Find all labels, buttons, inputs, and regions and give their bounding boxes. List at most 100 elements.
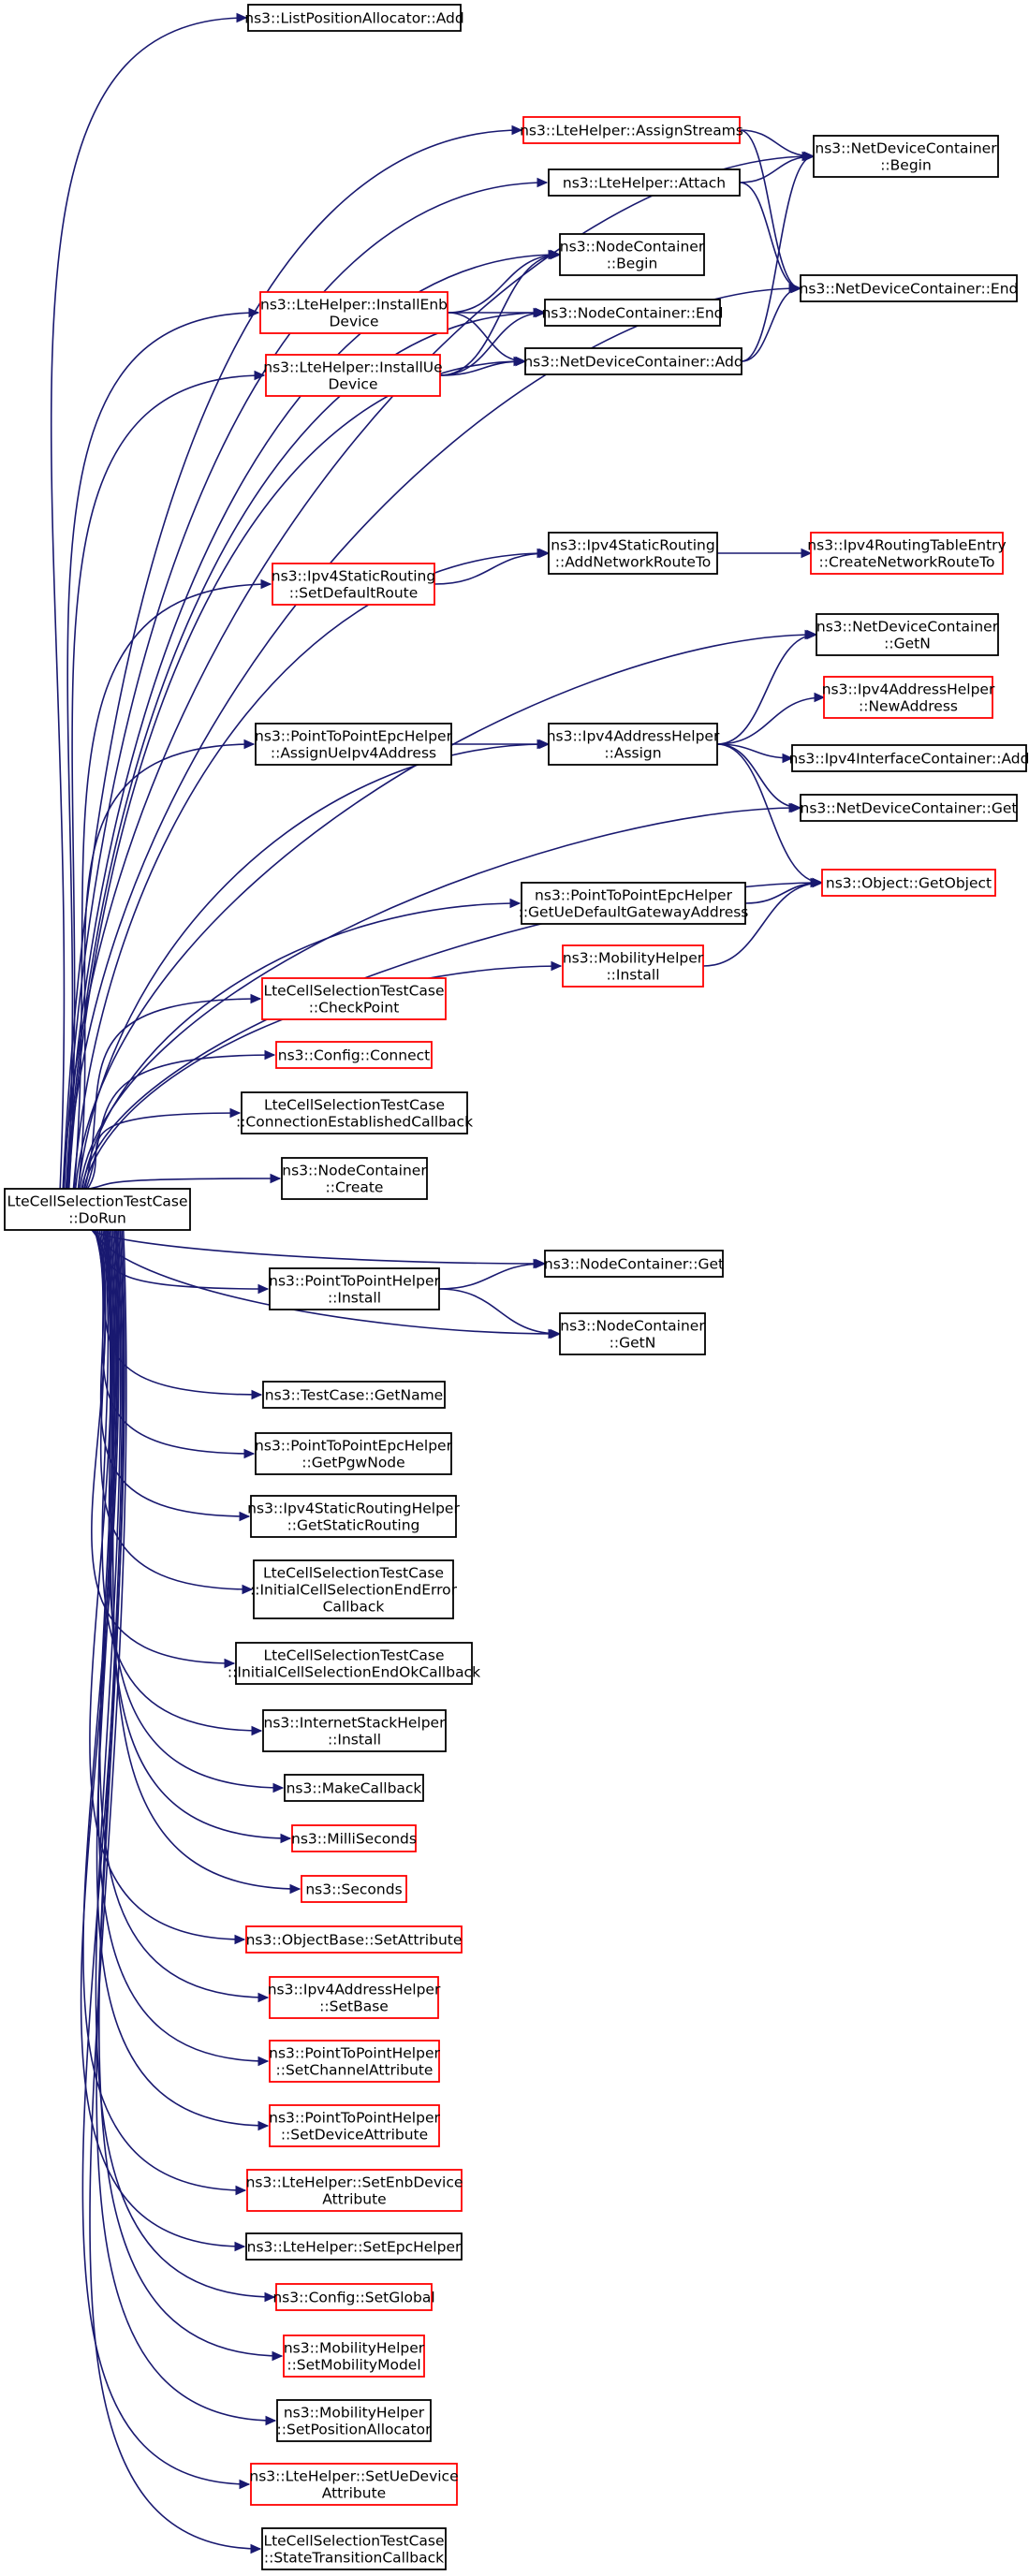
edge-root-to-ipv4ah-setbase [98,1229,270,2003]
node-box [250,1495,457,1538]
edge-root-to-ipv4srh-getstatic [96,1229,251,1522]
node-milliseconds[interactable]: ns3::MilliSeconds [291,1824,417,1852]
node-box [250,2463,458,2506]
node-label: ::AssignUeIpv4Address [271,745,436,762]
node-ipv4sr-set-default[interactable]: ns3::Ipv4StaticRouting::SetDefaultRoute [272,563,435,606]
node-label: ::NewAddress [859,698,958,715]
node-label: LteCellSelectionTestCase [263,2533,444,2550]
node-label: ns3::Ipv4AddressHelper [822,681,995,698]
node-ndc-begin[interactable]: ns3::NetDeviceContainer::Begin [813,135,999,178]
node-label: ns3::NetDeviceContainer::Add [523,354,742,371]
node-nc-create[interactable]: ns3::NodeContainer::Create [281,1157,428,1200]
node-make-callback[interactable]: ns3::MakeCallback [284,1774,424,1802]
node-label: ns3::LteHelper::SetUeDevice [249,2468,458,2485]
edge-lte-install-ue-to-ndc-add [439,356,527,376]
node-ndc-add[interactable]: ns3::NetDeviceContainer::Add [523,347,743,375]
node-label: Callback [323,1599,385,1616]
node-initial-end-error-cb[interactable]: LteCellSelectionTestCase::InitialCellSel… [250,1559,458,1619]
node-box [283,2334,425,2378]
node-box [810,532,1004,575]
node-p2pepc-assign-ue[interactable]: ns3::PointToPointEpcHelper::AssignUeIpv4… [255,723,453,766]
node-ipv4ah-new-address[interactable]: ns3::Ipv4AddressHelper::NewAddress [822,676,995,719]
node-label: ns3::NodeContainer::Get [544,1256,724,1273]
node-ndc-getn[interactable]: ns3::NetDeviceContainer::GetN [816,613,999,656]
edge-root-to-p2pepc-get-ue-gw [81,898,522,1190]
node-label: ns3::Object::GetObject [826,875,992,892]
node-box [559,1312,706,1355]
edge-p2p-install-to-nc-get [438,1258,547,1290]
node-ipv4ic-add[interactable]: ns3::Ipv4InterfaceContainer::Add [789,744,1029,772]
edge-ipv4ah-assign-to-ipv4ic-add [716,743,794,764]
node-label: ::DoRun [68,1210,126,1227]
node-label: ::StateTransitionCallback [264,2550,444,2567]
node-seconds[interactable]: ns3::Seconds [301,1875,407,1903]
node-label: ns3::Ipv4StaticRouting [272,568,435,585]
node-listpos-add[interactable]: ns3::ListPositionAllocator::Add [244,4,464,32]
edge-root-to-p2p-set-channel-attr [97,1229,270,2067]
node-state-transition-cb[interactable]: LteCellSelectionTestCase::StateTransitio… [261,2527,447,2570]
node-ipv4rte-create[interactable]: ns3::Ipv4RoutingTableEntry::CreateNetwor… [807,532,1007,575]
node-objectbase-setattr[interactable]: ns3::ObjectBase::SetAttribute [245,1925,463,1954]
node-lte-attach[interactable]: ns3::LteHelper::Attach [548,168,741,197]
node-box [524,347,742,375]
node-root[interactable]: LteCellSelectionTestCase::DoRun [4,1188,191,1231]
node-box [521,882,746,925]
node-ipv4ah-setbase[interactable]: ns3::Ipv4AddressHelper::SetBase [268,1976,441,2019]
node-nc-get[interactable]: ns3::NodeContainer::Get [544,1250,724,1278]
node-box [522,116,741,144]
edge-root-to-config-setglobal [95,1229,276,2303]
node-conn-established-cb[interactable]: LteCellSelectionTestCase::ConnectionEsta… [236,1091,473,1134]
node-nc-begin[interactable]: ns3::NodeContainer::Begin [559,233,705,276]
node-label: ::CheckPoint [309,1000,400,1017]
node-label: Attribute [322,2191,386,2208]
node-box [548,723,718,766]
node-object-getobject[interactable]: ns3::Object::GetObject [821,869,996,897]
node-p2p-set-channel-attr[interactable]: ns3::PointToPointHelper::SetChannelAttri… [269,2040,440,2083]
node-label: LteCellSelectionTestCase [263,1565,444,1582]
node-ndc-get[interactable]: ns3::NetDeviceContainer::Get [800,794,1018,822]
node-ndc-end[interactable]: ns3::NetDeviceContainer::End [800,274,1019,302]
node-label: LteCellSelectionTestCase [263,1647,444,1664]
node-config-connect[interactable]: ns3::Config::Connect [275,1041,433,1069]
edge-lte-install-ue-to-nc-begin [439,249,562,376]
node-label: ::Assign [604,745,661,762]
node-box [245,1925,463,1954]
node-lte-set-epc-helper[interactable]: ns3::LteHelper::SetEpcHelper [245,2232,463,2261]
node-label: ::GetUeDefaultGatewayAddress [519,904,749,921]
node-p2pepc-getpgw[interactable]: ns3::PointToPointEpcHelper::GetPgwNode [255,1432,453,1475]
node-label: ns3::LteHelper::InstallEnb [260,297,448,314]
node-nc-getn[interactable]: ns3::NodeContainer::GetN [559,1312,706,1355]
node-mobility-set-pos-alloc[interactable]: ns3::MobilityHelper::SetPositionAllocato… [276,2399,433,2442]
node-mobility-install[interactable]: ns3::MobilityHelper::Install [562,944,704,988]
node-initial-end-ok-cb[interactable]: LteCellSelectionTestCase::InitialCellSel… [228,1642,480,1685]
node-label: ::GetN [610,1335,656,1352]
node-label: ns3::Ipv4RoutingTableEntry [807,537,1006,554]
node-label: ::ConnectionEstablishedCallback [236,1114,473,1131]
node-box [813,135,999,178]
node-nc-end[interactable]: ns3::NodeContainer::End [541,299,724,327]
node-label: ::SetDefaultRoute [289,585,419,602]
node-check-point[interactable]: LteCellSelectionTestCase::CheckPoint [261,977,447,1020]
node-lte-assign-streams[interactable]: ns3::LteHelper::AssignStreams [520,116,743,144]
node-label: ns3::ListPositionAllocator::Add [244,10,463,27]
node-label: ns3::TestCase::GetName [265,1387,443,1404]
node-ipv4sr-add-net[interactable]: ns3::Ipv4StaticRouting::AddNetworkRouteT… [548,532,718,575]
node-label: ns3::MobilityHelper [563,950,704,967]
node-ipv4ah-assign[interactable]: ns3::Ipv4AddressHelper::Assign [547,723,720,766]
node-ipv4srh-getstatic[interactable]: ns3::Ipv4StaticRoutingHelper::GetStaticR… [247,1495,460,1538]
node-p2p-install[interactable]: ns3::PointToPointHelper::Install [269,1267,440,1310]
node-mobility-set-model[interactable]: ns3::MobilityHelper::SetMobilityModel [283,2334,425,2378]
node-internetstack-install[interactable]: ns3::InternetStackHelper::Install [262,1709,447,1752]
node-config-setglobal[interactable]: ns3::Config::SetGlobal [272,2283,435,2311]
edge-ndc-add-to-ndc-end [741,283,802,362]
node-testcase-getname[interactable]: ns3::TestCase::GetName [262,1381,446,1409]
node-box [816,613,999,656]
node-p2pepc-get-ue-gw[interactable]: ns3::PointToPointEpcHelper::GetUeDefault… [519,882,749,925]
node-box [800,274,1018,302]
node-p2p-set-device-attr[interactable]: ns3::PointToPointHelper::SetDeviceAttrib… [269,2104,440,2147]
